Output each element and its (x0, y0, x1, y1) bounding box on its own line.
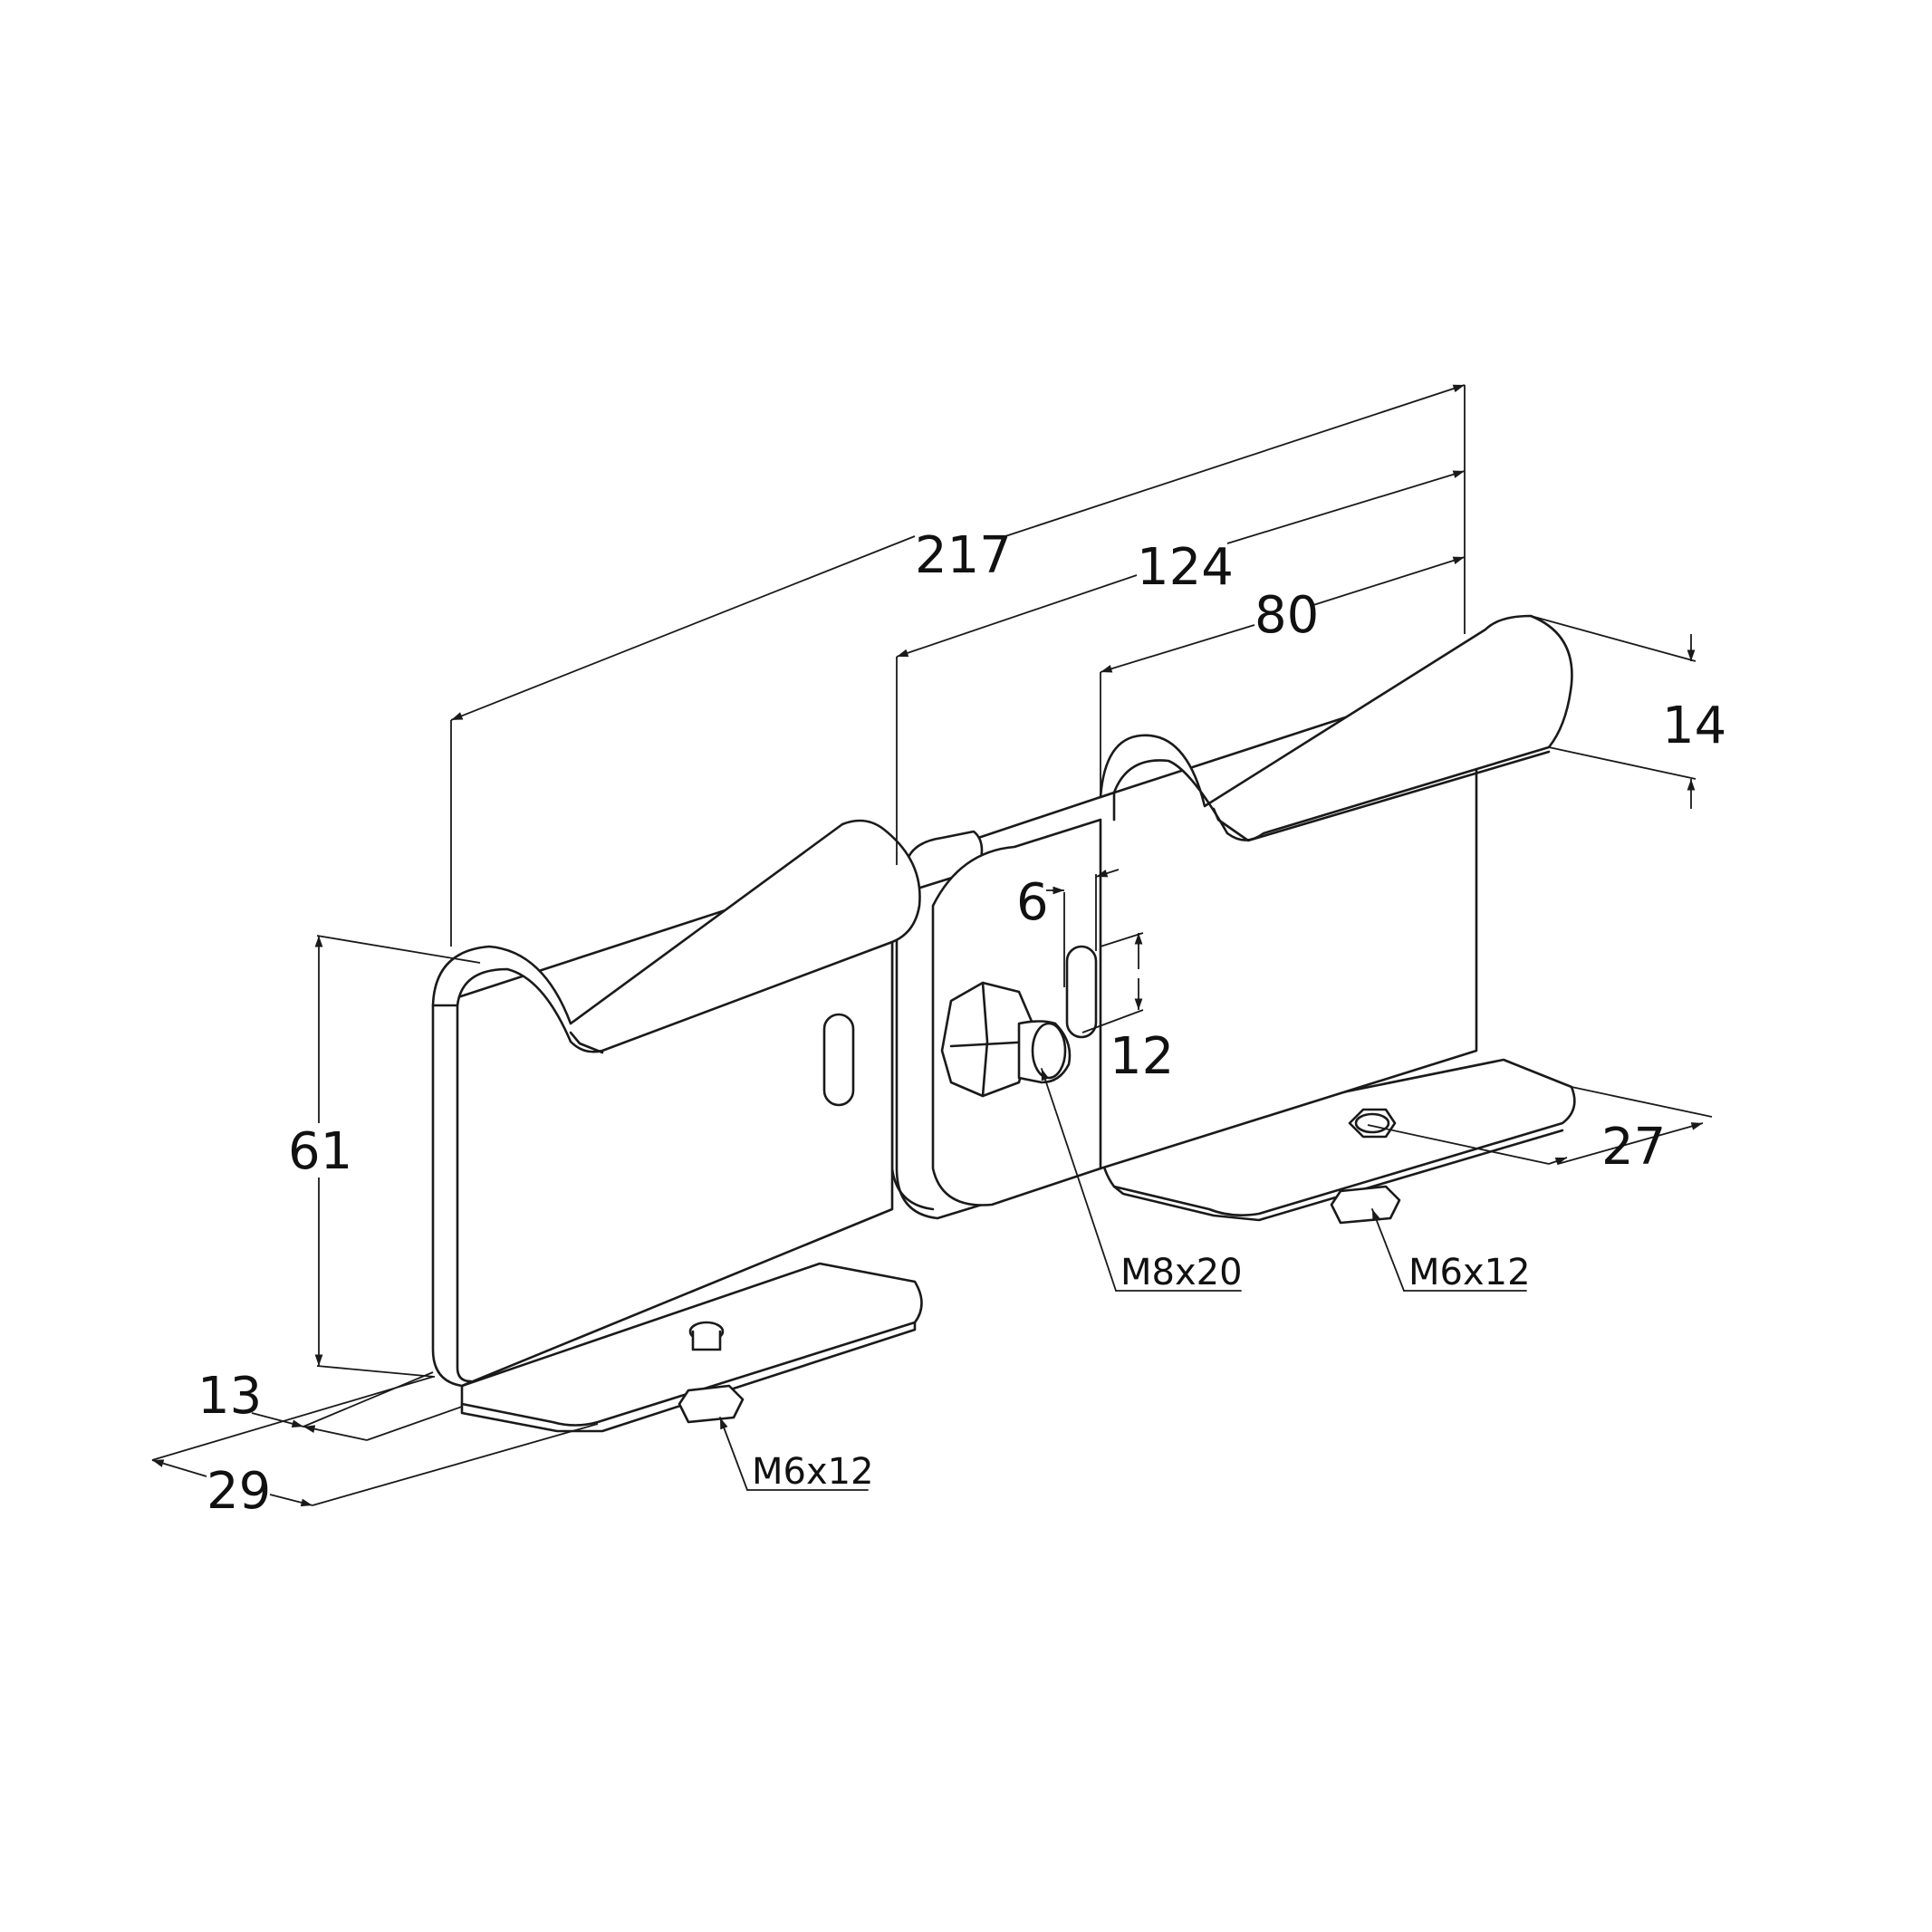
right-foot-bolt (1330, 1108, 1401, 1225)
m8-bolt (940, 981, 1072, 1098)
dim-12: 12 (1110, 1027, 1174, 1086)
dim-29: 29 (207, 1462, 271, 1521)
left-bracket (431, 819, 923, 1433)
dim-27: 27 (1601, 1118, 1666, 1177)
dim-6: 6 (1016, 873, 1049, 932)
right-bracket (890, 614, 1576, 1225)
center-slot (1065, 945, 1098, 1039)
callout-m8x20: M8x20 (1120, 1252, 1243, 1293)
right-top-roll (1099, 614, 1573, 841)
dim-124: 124 (1137, 538, 1234, 597)
right-foot-plate (1099, 1058, 1576, 1216)
left-slot (822, 1013, 855, 1107)
dim-14: 14 (1662, 697, 1726, 755)
callout-m6x12-left: M6x12 (752, 1451, 874, 1493)
dim-13: 13 (197, 1367, 262, 1426)
dimensions: 217 124 80 14 6 12 61 (151, 384, 1726, 1521)
dim-61: 61 (288, 1122, 352, 1181)
left-foot-bolt (678, 1321, 745, 1424)
dim-217-line (450, 535, 916, 721)
dim-80: 80 (1254, 586, 1319, 645)
callout-m6x12-right: M6x12 (1408, 1252, 1531, 1293)
left-top-roll (431, 819, 921, 1053)
dim-217: 217 (915, 526, 1012, 585)
callouts: M8x20 M6x12 M6x12 (719, 1068, 1531, 1493)
